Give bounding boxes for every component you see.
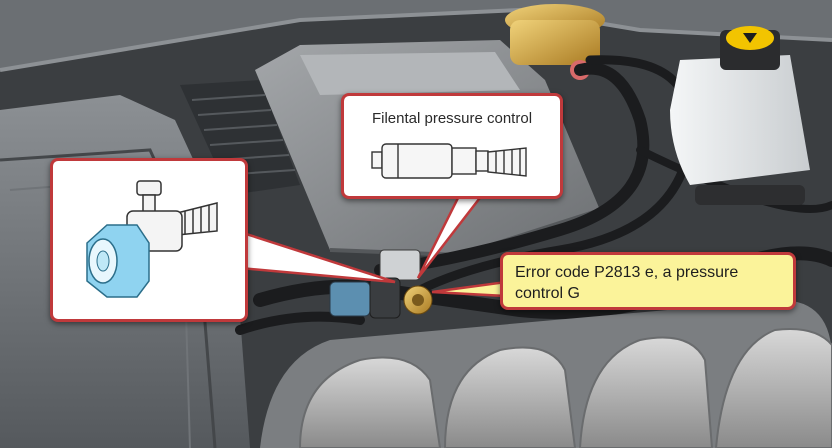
air-box [180,80,300,195]
brass-fitting [505,4,605,80]
coolant-reservoir [670,26,810,205]
pressure-control-valve [329,249,433,319]
error-code-callout: Error code P2813 e, a pressure control G [500,252,796,310]
valve-detail-callout [50,158,248,322]
intake-manifold [260,300,832,448]
pressure-actuator-icon [371,143,527,179]
hood-panel [0,0,832,70]
solenoid-valve-icon [86,180,218,298]
part-label: Filental pressure control [371,110,533,127]
error-code-text: Error code P2813 e, a pressure control G [515,264,739,302]
pressure-control-callout: Filental pressure control [341,93,563,199]
